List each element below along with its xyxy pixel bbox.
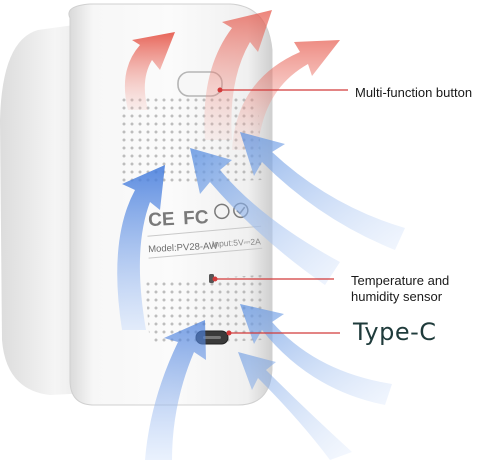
callout-text: Type-C [353,318,437,346]
callout-label-multi-function-button: Multi-function button [355,85,472,101]
ventilation-holes-lower [145,275,262,346]
callout-dots [212,87,232,336]
cool-air-arrows [117,132,405,460]
input-text: Input:5V⎓2A [212,236,262,249]
warm-air-arrow [204,10,272,140]
spec-plate: Model:PV28-AW Input:5V⎓2A [147,225,263,259]
cool-air-arrow [240,304,392,405]
callout-lines [214,89,348,334]
callout-label-type-c: Type-C [353,318,437,346]
callout-label-temperature-humidity-sensor: Temperature and humidity sensor [351,273,449,305]
callout-text: Temperature and [351,273,450,288]
sensor-hole [209,274,214,283]
cool-air-arrow [240,132,405,250]
cool-air-arrow [117,165,165,330]
cool-air-arrow [238,352,352,460]
fc-mark: FC [183,207,210,229]
recycle-icon [214,203,230,220]
warm-air-arrow [124,32,175,110]
warm-air-arrow [232,40,340,150]
callout-text: humidity sensor [351,289,443,304]
cool-air-arrow [190,148,340,285]
warm-air-arrows [124,10,340,150]
usb-c-port-tongue [203,336,221,339]
model-text: Model:PV28-AW [148,241,218,256]
cool-air-arrow [145,320,206,460]
callout-text: Multi-function button [355,85,473,100]
ce-mark: CE [148,209,175,231]
